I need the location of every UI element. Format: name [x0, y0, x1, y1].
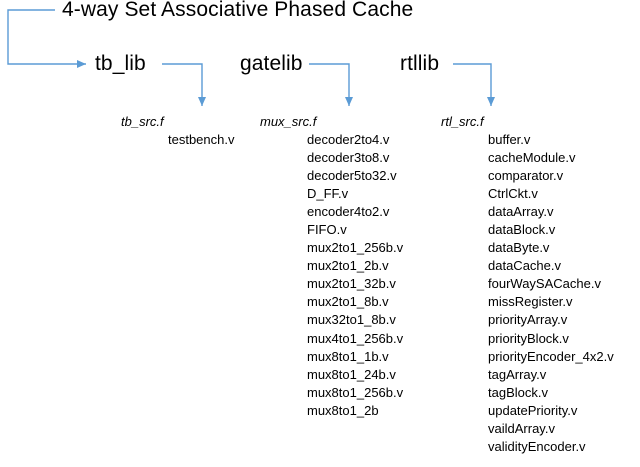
file-item: validityEncoder.v — [488, 438, 586, 454]
filelist-mux-src: mux_src.f — [260, 114, 317, 129]
file-item: mux8to1_256b.v — [307, 384, 404, 400]
file-item: fourWaySACache.v — [488, 276, 601, 292]
file-item: FIFO.v — [307, 222, 347, 238]
root-to-tb-lib-connector — [7, 9, 86, 68]
file-item: dataBlock.v — [488, 222, 556, 238]
tb-lib-to-filelist-connector — [162, 63, 206, 106]
file-item: mux32to1_8b.v — [307, 312, 396, 328]
file-item: priorityBlock.v — [488, 330, 569, 346]
file-item: decoder3to8.v — [307, 150, 390, 166]
file-item: decoder5to32.v — [307, 168, 397, 184]
file-item: comparator.v — [488, 168, 564, 184]
file-item: updatePriority.v — [488, 402, 578, 418]
diagram-title: 4-way Set Associative Phased Cache — [62, 0, 414, 21]
file-item: mux8to1_1b.v — [307, 348, 389, 364]
file-item: priorityEncoder_4x2.v — [488, 348, 614, 364]
file-item: cacheModule.v — [488, 150, 576, 166]
gatelib-file-list: decoder2to4.v decoder3to8.v decoder5to32.v… — [307, 131, 403, 420]
file-item: vaildArray.v — [488, 420, 555, 436]
gatelib-to-filelist-connector — [309, 63, 353, 106]
library-rtllib: rtllib — [400, 52, 440, 75]
file-item: priorityArray.v — [488, 312, 568, 328]
tb-lib-file-list: testbench.v — [168, 131, 235, 149]
file-item: CtrlCkt.v — [488, 186, 538, 202]
file-item: mux2to1_8b.v — [307, 294, 389, 310]
library-tb-lib: tb_lib — [95, 52, 146, 75]
rtllib-to-filelist-connector — [453, 63, 495, 106]
file-item: buffer.v — [488, 132, 531, 147]
file-item: decoder2to4.v — [307, 132, 390, 147]
file-item: tagArray.v — [488, 366, 547, 382]
file-item: testbench.v — [168, 132, 235, 147]
file-item: mux2to1_2b.v — [307, 258, 389, 274]
file-item: tagBlock.v — [488, 384, 548, 400]
file-item: mux8to1_2b — [307, 402, 379, 418]
filelist-rtl-src: rtl_src.f — [441, 114, 484, 129]
file-item: mux8to1_24b.v — [307, 366, 396, 382]
filelist-tb-src: tb_src.f — [121, 114, 164, 129]
file-item: dataByte.v — [488, 240, 550, 256]
file-item: dataArray.v — [488, 204, 554, 220]
file-item: dataCache.v — [488, 258, 561, 274]
library-gatelib: gatelib — [240, 52, 303, 75]
file-item: encoder4to2.v — [307, 204, 390, 220]
file-item: D_FF.v — [307, 186, 349, 202]
file-item: mux4to1_256b.v — [307, 330, 404, 346]
file-item: missRegister.v — [488, 294, 573, 310]
file-item: mux2to1_32b.v — [307, 276, 396, 292]
file-item: mux2to1_256b.v — [307, 240, 404, 256]
